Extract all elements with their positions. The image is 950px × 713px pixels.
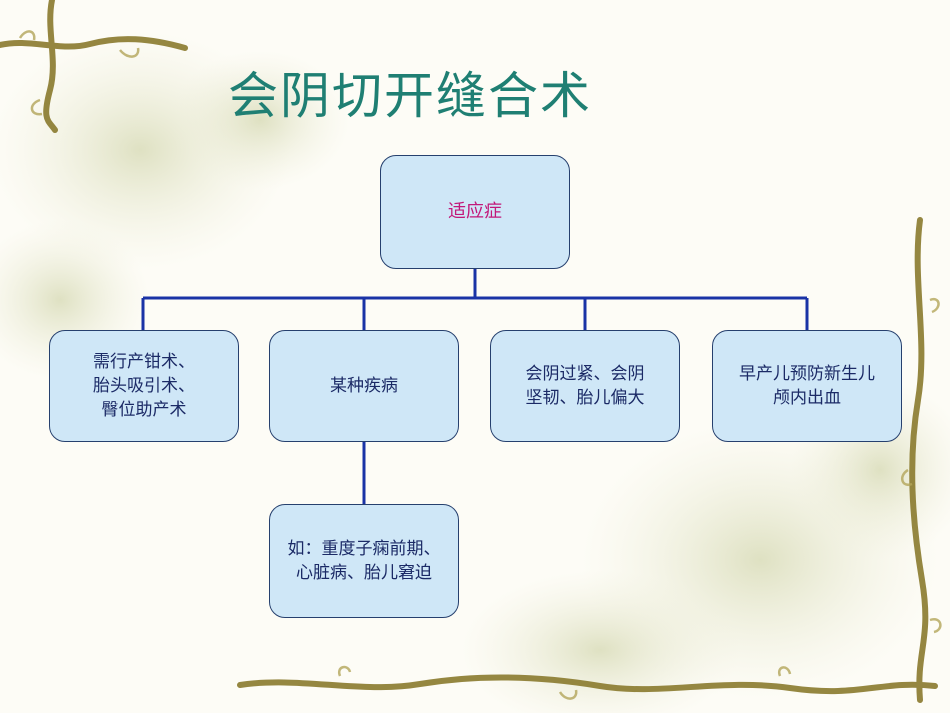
child-node-tight-perineum-large-fetus: 会阴过紧、会阴 坚韧、胎儿偏大 [490, 330, 680, 442]
child-node-certain-diseases: 某种疾病 [269, 330, 459, 442]
page-title: 会阴切开缝合术 [228, 67, 592, 125]
root-node-indications: 适应症 [380, 155, 570, 269]
child-node-forceps-vacuum-breech: 需行产钳术、 胎头吸引术、 臀位助产术 [49, 330, 239, 442]
sub-node-disease-examples: 如：重度子痫前期、 心脏病、胎儿窘迫 [269, 504, 459, 618]
child-node-preterm-hemorrhage-prevention: 早产儿预防新生儿 颅内出血 [712, 330, 902, 442]
